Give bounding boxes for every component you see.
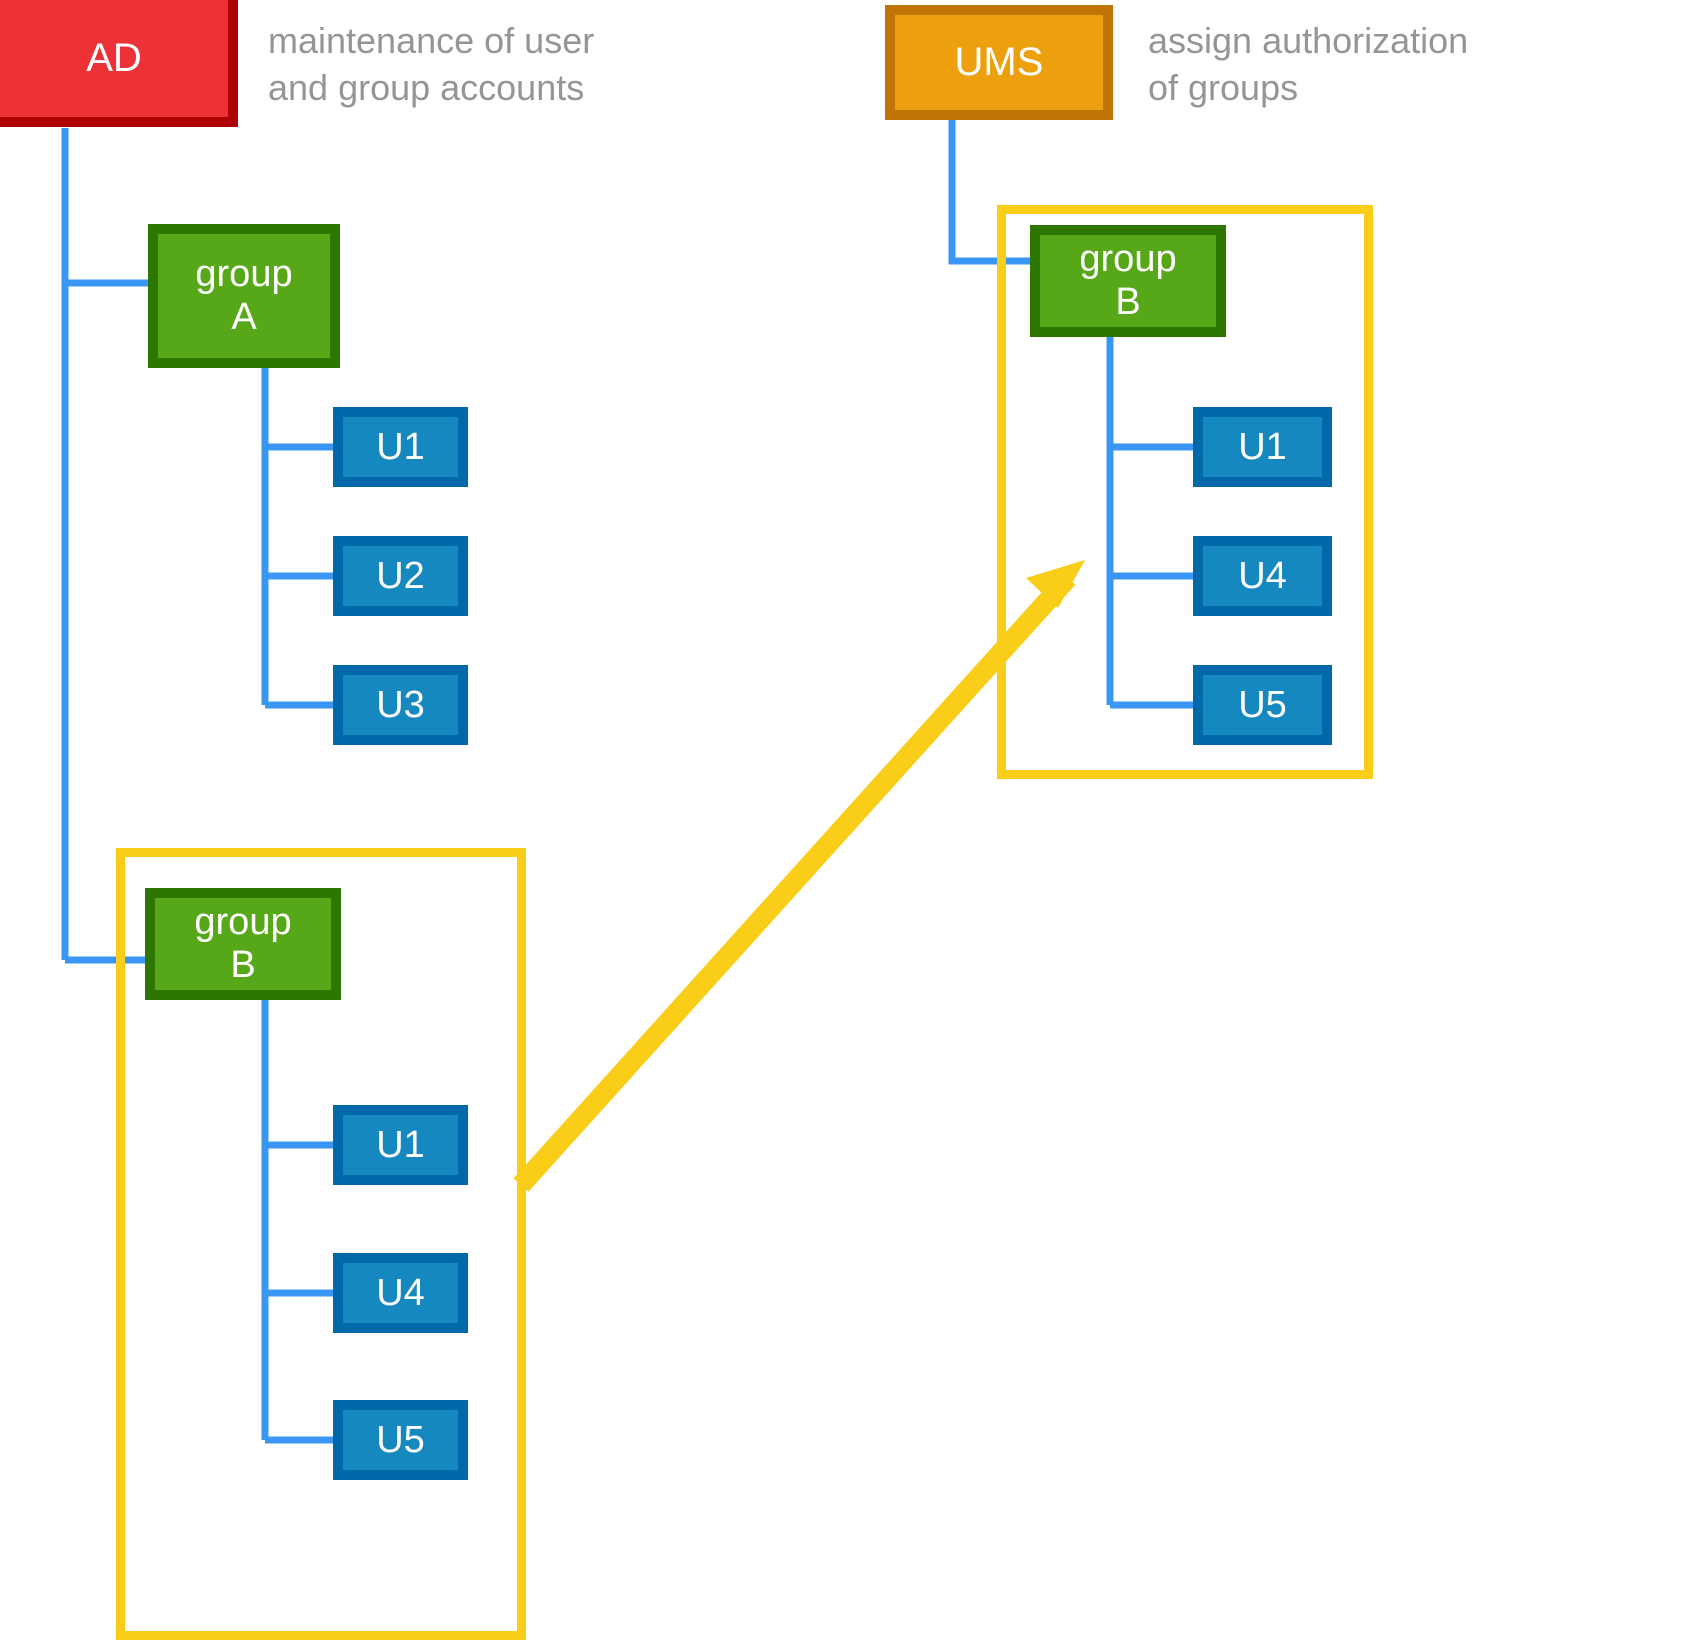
node-group-b-right-user-u5[interactable]: U5	[1193, 665, 1332, 745]
node-group-a[interactable]: group A	[148, 224, 340, 368]
node-group-a-user-u3-label: U3	[376, 683, 425, 726]
node-group-b-left-user-u5-label: U5	[376, 1418, 425, 1461]
node-group-a-user-u1-label: U1	[376, 425, 425, 468]
assignment-arrow-head	[1026, 560, 1085, 608]
node-ums[interactable]: UMS	[885, 5, 1113, 120]
container-group-b-right	[997, 205, 1373, 779]
node-ad[interactable]: AD	[0, 0, 238, 127]
ums-to-group-b-line	[948, 120, 1040, 265]
node-group-b-right[interactable]: group B	[1030, 225, 1226, 337]
node-group-a-user-u2-label: U2	[376, 554, 425, 597]
right-tree-connectors	[948, 120, 1195, 709]
container-group-b-left	[116, 848, 526, 1640]
node-group-a-user-u1[interactable]: U1	[333, 407, 468, 487]
node-group-b-left-label: group B	[194, 901, 292, 986]
left-tree-connectors	[61, 128, 340, 1444]
node-group-b-left-user-u4-label: U4	[376, 1271, 425, 1314]
node-group-b-right-user-u5-label: U5	[1238, 683, 1287, 726]
node-group-b-right-label: group B	[1079, 238, 1177, 323]
node-group-b-left-user-u1-label: U1	[376, 1123, 425, 1166]
node-group-b-right-user-u1[interactable]: U1	[1193, 407, 1332, 487]
node-group-a-label: group A	[195, 253, 293, 338]
node-group-b-left-user-u4[interactable]: U4	[333, 1253, 468, 1333]
node-ad-label: AD	[86, 36, 142, 81]
node-group-b-left-user-u5[interactable]: U5	[333, 1400, 468, 1480]
node-group-b-right-user-u1-label: U1	[1238, 425, 1287, 468]
node-group-b-right-user-u4-label: U4	[1238, 554, 1287, 597]
node-group-b-right-user-u4[interactable]: U4	[1193, 536, 1332, 616]
node-ums-label: UMS	[954, 40, 1044, 85]
node-group-b-left[interactable]: group B	[145, 888, 341, 1000]
node-group-a-user-u2[interactable]: U2	[333, 536, 468, 616]
note-ums: assign authorization of groups	[1148, 20, 1469, 108]
assignment-arrow-shaft	[513, 571, 1076, 1192]
note-ad: maintenance of user and group accounts	[268, 20, 595, 108]
node-group-b-left-user-u1[interactable]: U1	[333, 1105, 468, 1185]
assignment-arrow	[513, 560, 1085, 1192]
node-group-a-user-u3[interactable]: U3	[333, 665, 468, 745]
